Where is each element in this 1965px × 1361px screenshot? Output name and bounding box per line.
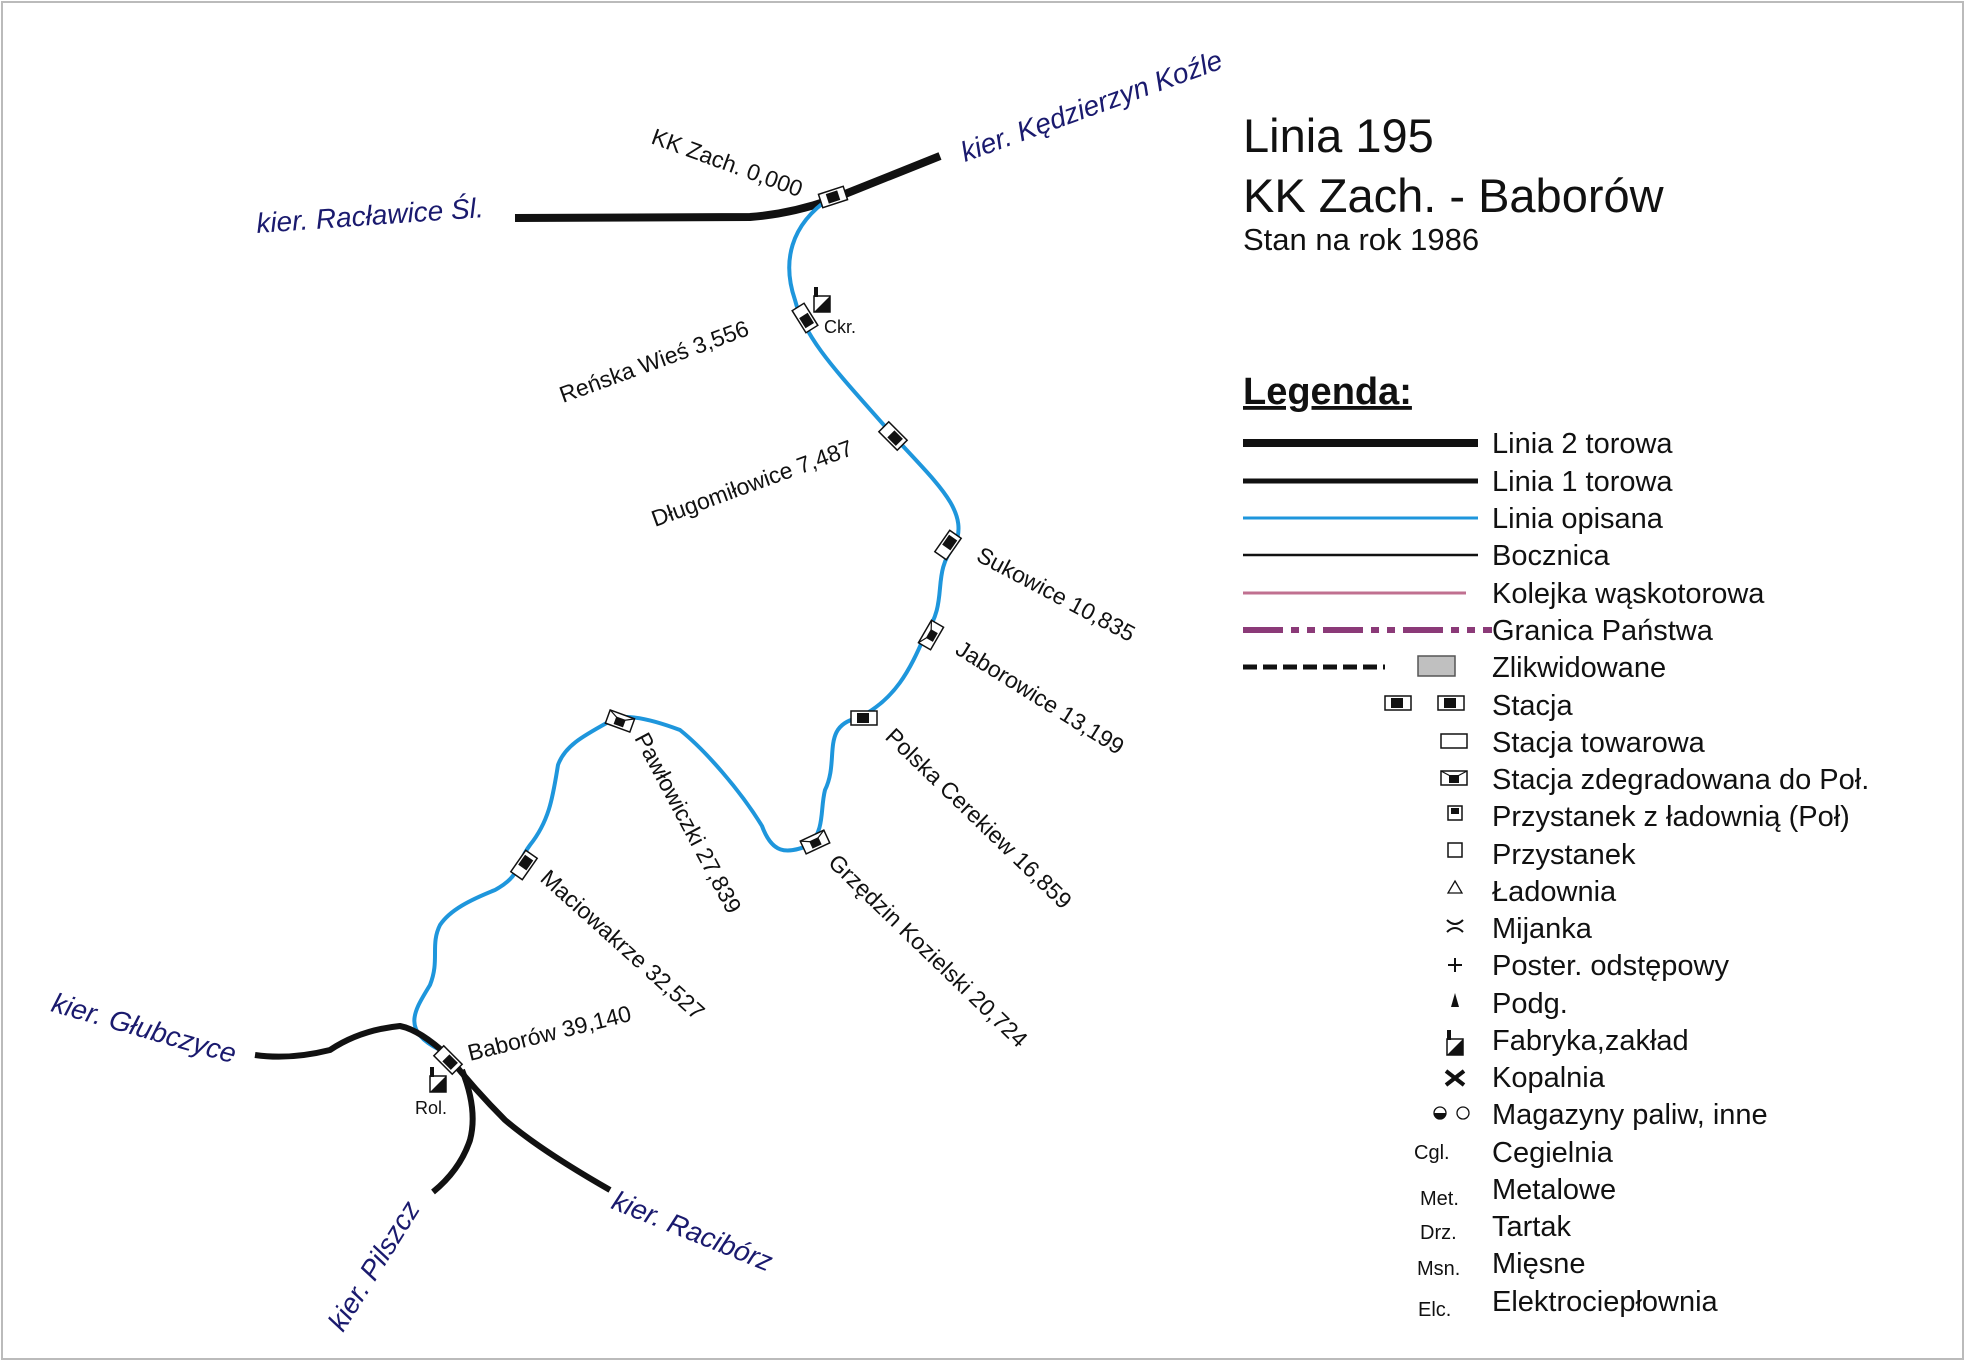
title-route: KK Zach. - Baborów bbox=[1243, 169, 1665, 222]
legend-icon-kopalnia bbox=[1444, 1069, 1466, 1087]
legend-abbr-cgl: Cgl. bbox=[1414, 1142, 1450, 1164]
legend-text-waskotorowa: Kolejka wąskotorowa bbox=[1492, 578, 1765, 610]
legend-text-miesne: Mięsne bbox=[1492, 1248, 1586, 1280]
legend-text-magazyny: Magazyny paliw, inne bbox=[1492, 1099, 1768, 1131]
legend-icon-magazyny bbox=[1433, 1106, 1470, 1120]
legend-icon-zdegradowana bbox=[1440, 770, 1468, 786]
legend-text-linia2: Linia 2 torowa bbox=[1492, 428, 1673, 460]
legend-text-stacja: Stacja bbox=[1492, 690, 1573, 722]
described-line-195 bbox=[412, 196, 961, 1062]
legend-abbr-elc: Elc. bbox=[1418, 1299, 1451, 1321]
track-kedzierzyn bbox=[828, 152, 942, 204]
legend: Legenda: bbox=[1243, 371, 1869, 1321]
station-symbol-jaborowice bbox=[917, 619, 945, 651]
track-pilszcz bbox=[431, 1068, 476, 1195]
legend-icon-fabryka bbox=[1446, 1030, 1464, 1056]
legend-icon-podg bbox=[1451, 993, 1459, 1007]
station-symbol-baborow bbox=[432, 1044, 464, 1076]
legend-text-metalowe: Metalowe bbox=[1492, 1174, 1616, 1206]
legend-text-kopalnia: Kopalnia bbox=[1492, 1062, 1606, 1094]
factory-icon-rol bbox=[429, 1067, 447, 1093]
legend-abbr-met: Met. bbox=[1420, 1188, 1459, 1210]
station-symbol-renska-wies bbox=[791, 302, 819, 334]
station-symbol-maciowakrze bbox=[509, 849, 539, 881]
legend-text-mijanka: Mijanka bbox=[1492, 913, 1593, 945]
legend-text-przystanek: Przystanek bbox=[1492, 839, 1636, 871]
factory-icon-ckr bbox=[813, 287, 831, 313]
facility-label-ckr: Ckr. bbox=[824, 317, 856, 337]
facility-label-rol: Rol. bbox=[415, 1098, 447, 1118]
legend-icon-towarowa bbox=[1440, 733, 1468, 749]
station-symbol-kk-zach bbox=[817, 185, 849, 209]
legend-icon-mijanka bbox=[1446, 919, 1464, 933]
legend-swatch-zlikwidowane-box bbox=[1417, 655, 1456, 677]
legend-icon-przystanek bbox=[1447, 842, 1463, 858]
legend-text-granica: Granica Państwa bbox=[1492, 615, 1714, 647]
legend-text-elektrocieplownia: Elektrociepłownia bbox=[1492, 1286, 1719, 1318]
legend-abbr-msn: Msn. bbox=[1417, 1258, 1460, 1280]
legend-heading: Legenda: bbox=[1243, 371, 1412, 413]
station-symbol-sukowice bbox=[933, 529, 963, 561]
legend-text-przystanek-ladownia: Przystanek z ładownią (Poł) bbox=[1492, 801, 1850, 833]
legend-icon-posterunek bbox=[1448, 958, 1462, 972]
legend-abbr-drz: Drz. bbox=[1420, 1222, 1457, 1244]
title-line-number: Linia 195 bbox=[1243, 109, 1434, 162]
legend-text-zdegradowana: Stacja zdegradowana do Poł. bbox=[1492, 764, 1869, 796]
legend-text-tartak: Tartak bbox=[1492, 1211, 1571, 1243]
legend-text-linia1: Linia 1 torowa bbox=[1492, 466, 1673, 498]
legend-text-opisana: Linia opisana bbox=[1492, 503, 1664, 535]
legend-text-posterunek: Poster. odstępowy bbox=[1492, 950, 1729, 982]
legend-icon-stacja bbox=[1384, 695, 1465, 711]
legend-text-towarowa: Stacja towarowa bbox=[1492, 727, 1706, 759]
station-symbol-dlugomilowice bbox=[877, 420, 909, 452]
legend-icon-ladownia bbox=[1446, 879, 1464, 894]
station-symbol-pawlowiczki bbox=[604, 709, 636, 733]
legend-text-podg: Podg. bbox=[1492, 988, 1568, 1020]
station-symbol-grzedzin bbox=[799, 829, 831, 855]
legend-text-bocznica: Bocznica bbox=[1492, 540, 1611, 572]
legend-icon-przystanek-ladownia bbox=[1447, 805, 1463, 821]
track-glubczyce bbox=[254, 1022, 451, 1060]
legend-text-fabryka: Fabryka,zakład bbox=[1492, 1025, 1689, 1057]
legend-text-cegielnia: Cegielnia bbox=[1492, 1137, 1614, 1169]
legend-text-zlikwidowane: Zlikwidowane bbox=[1492, 652, 1666, 684]
title-status: Stan na rok 1986 bbox=[1243, 222, 1479, 257]
station-symbol-polska-cerekiew bbox=[850, 710, 878, 726]
legend-text-ladownia: Ładownia bbox=[1492, 876, 1617, 908]
